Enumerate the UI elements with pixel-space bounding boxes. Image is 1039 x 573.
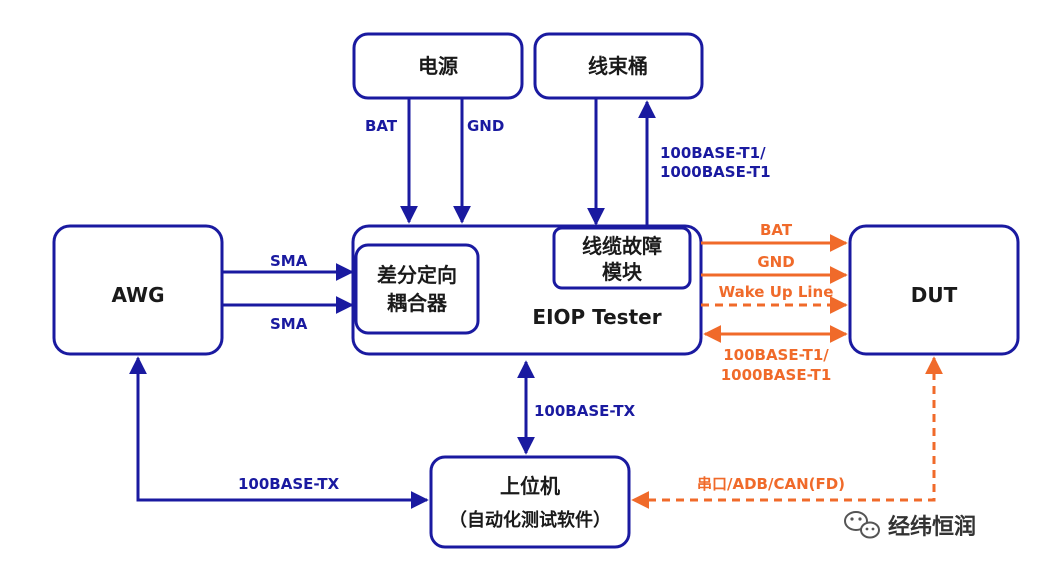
harness-node: 线束桶	[533, 32, 704, 100]
tester-host-label: 100BASE-TX	[534, 402, 636, 420]
coupler-label-line2: 耦合器	[387, 291, 448, 315]
cable-fault-node: 线缆故障 模块	[552, 226, 692, 290]
awg-host-arrow	[129, 356, 429, 509]
gnd-top-label: GND	[467, 117, 504, 135]
host-label-line2: （自动化测试软件）	[449, 509, 611, 531]
gnd-dut-label: GND	[757, 253, 794, 271]
dut-host-label: 串口/ADB/CAN(FD)	[697, 475, 845, 493]
bat-dut-label: BAT	[760, 221, 793, 239]
bat-top-label: BAT	[365, 117, 398, 135]
dut-node: DUT	[848, 224, 1020, 356]
host-label-line1: 上位机	[500, 474, 560, 498]
sma-bottom-label: SMA	[270, 315, 308, 333]
tester-label: EIOP Tester	[532, 305, 661, 329]
harness-label: 线束桶	[588, 54, 648, 78]
dut-label: DUT	[911, 283, 958, 307]
harness-link-label-line2: 1000BASE-T1	[660, 163, 771, 181]
wechat-icon	[844, 511, 880, 539]
coupler-label-line1: 差分定向	[377, 263, 457, 287]
watermark: 经纬恒润	[844, 511, 976, 540]
dut-link-label-line1: 100BASE-T1/	[723, 346, 829, 364]
coupler-node: 差分定向 耦合器	[354, 243, 480, 335]
cable-fault-label-line1: 线缆故障	[582, 234, 662, 258]
wakeup-label: Wake Up Line	[719, 283, 834, 301]
power-label: 电源	[418, 54, 458, 78]
awg-host-label: 100BASE-TX	[238, 475, 340, 493]
awg-node: AWG	[52, 224, 224, 356]
sma-top-label: SMA	[270, 252, 308, 270]
dut-link-label-line2: 1000BASE-T1	[721, 366, 832, 384]
dut-host-arrow	[631, 356, 943, 509]
harness-link-label-line1: 100BASE-T1/	[660, 144, 766, 162]
power-node: 电源	[352, 32, 524, 100]
host-node: 上位机 （自动化测试软件）	[429, 455, 631, 549]
watermark-text: 经纬恒润	[888, 514, 976, 540]
awg-label: AWG	[111, 283, 164, 307]
cable-fault-label-line2: 模块	[602, 260, 643, 284]
